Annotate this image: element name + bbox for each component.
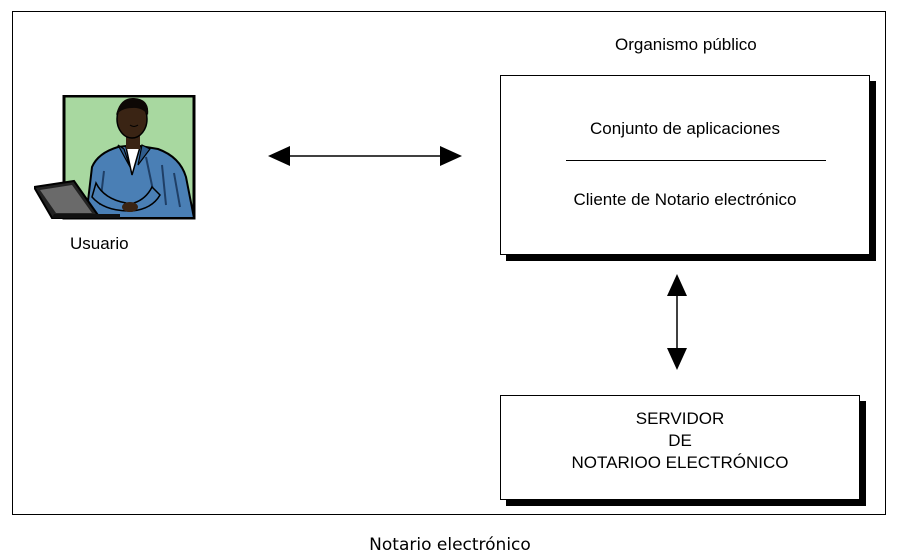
notary-client-label: Cliente de Notario electrónico — [573, 190, 797, 209]
person-with-laptop-icon — [34, 95, 196, 220]
server-line-1: SERVIDOR — [635, 409, 725, 428]
applications-box: Conjunto de aplicaciones Cliente de Nota… — [500, 75, 870, 255]
applications-separator — [566, 160, 826, 161]
organization-label: Organismo público — [615, 35, 757, 54]
server-line-3: NOTARIOO ELECTRÓNICO — [571, 453, 789, 472]
user-label: Usuario — [70, 234, 129, 253]
applications-title: Conjunto de aplicaciones — [590, 119, 780, 138]
app-server-arrow — [667, 274, 687, 370]
server-line-2: DE — [668, 431, 692, 450]
notary-server-box: SERVIDOR DE NOTARIOO ELECTRÓNICO — [500, 395, 860, 500]
figure-caption: Notario electrónico — [369, 535, 531, 555]
diagram-frame — [12, 11, 886, 515]
user-app-arrow — [268, 146, 462, 166]
